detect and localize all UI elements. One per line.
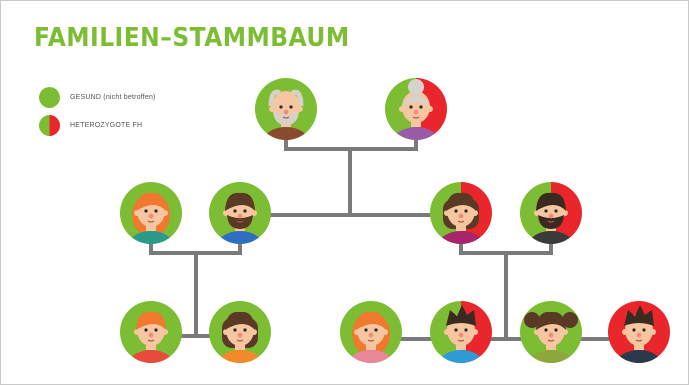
tree-people bbox=[120, 78, 670, 363]
person-child-4 bbox=[608, 301, 670, 363]
person-grandfather bbox=[255, 78, 317, 140]
tree-connectors bbox=[149, 139, 611, 341]
avatar-face-icon bbox=[524, 311, 578, 363]
person-cousin-girl bbox=[120, 301, 182, 363]
person-grandmother bbox=[385, 78, 447, 140]
avatar-face-icon bbox=[438, 192, 484, 244]
person-father bbox=[520, 182, 582, 244]
person-cousin-boy bbox=[209, 301, 271, 363]
person-child-3 bbox=[520, 301, 582, 363]
avatar-face-icon bbox=[217, 311, 263, 363]
legend-item-heterozygous: HETEROZYGOTE FH bbox=[39, 115, 142, 136]
avatar-face-icon bbox=[348, 311, 394, 363]
person-aunt bbox=[120, 182, 182, 244]
legend-label-heterozygous: HETEROZYGOTE FH bbox=[70, 122, 143, 129]
avatar-face-icon bbox=[217, 192, 263, 244]
person-child-2 bbox=[430, 301, 492, 363]
heterozygous-dot-icon bbox=[39, 115, 60, 136]
avatar-face-icon bbox=[393, 79, 439, 140]
person-child-1 bbox=[340, 301, 402, 363]
avatar-face-icon bbox=[263, 89, 309, 140]
page-title: FAMILIEN–STAMMBAUM bbox=[34, 23, 350, 53]
avatar-face-icon bbox=[438, 305, 484, 363]
person-uncle bbox=[209, 182, 271, 244]
avatar-face-icon bbox=[128, 311, 174, 363]
legend-label-healthy: GESUND (nicht betroffen) bbox=[70, 94, 156, 101]
healthy-dot-icon bbox=[39, 87, 60, 108]
avatar-face-icon bbox=[528, 192, 574, 244]
legend-item-healthy: GESUND (nicht betroffen) bbox=[39, 87, 156, 108]
person-mother bbox=[430, 182, 492, 244]
avatar-face-icon bbox=[616, 305, 662, 363]
avatar-face-icon bbox=[128, 192, 174, 244]
